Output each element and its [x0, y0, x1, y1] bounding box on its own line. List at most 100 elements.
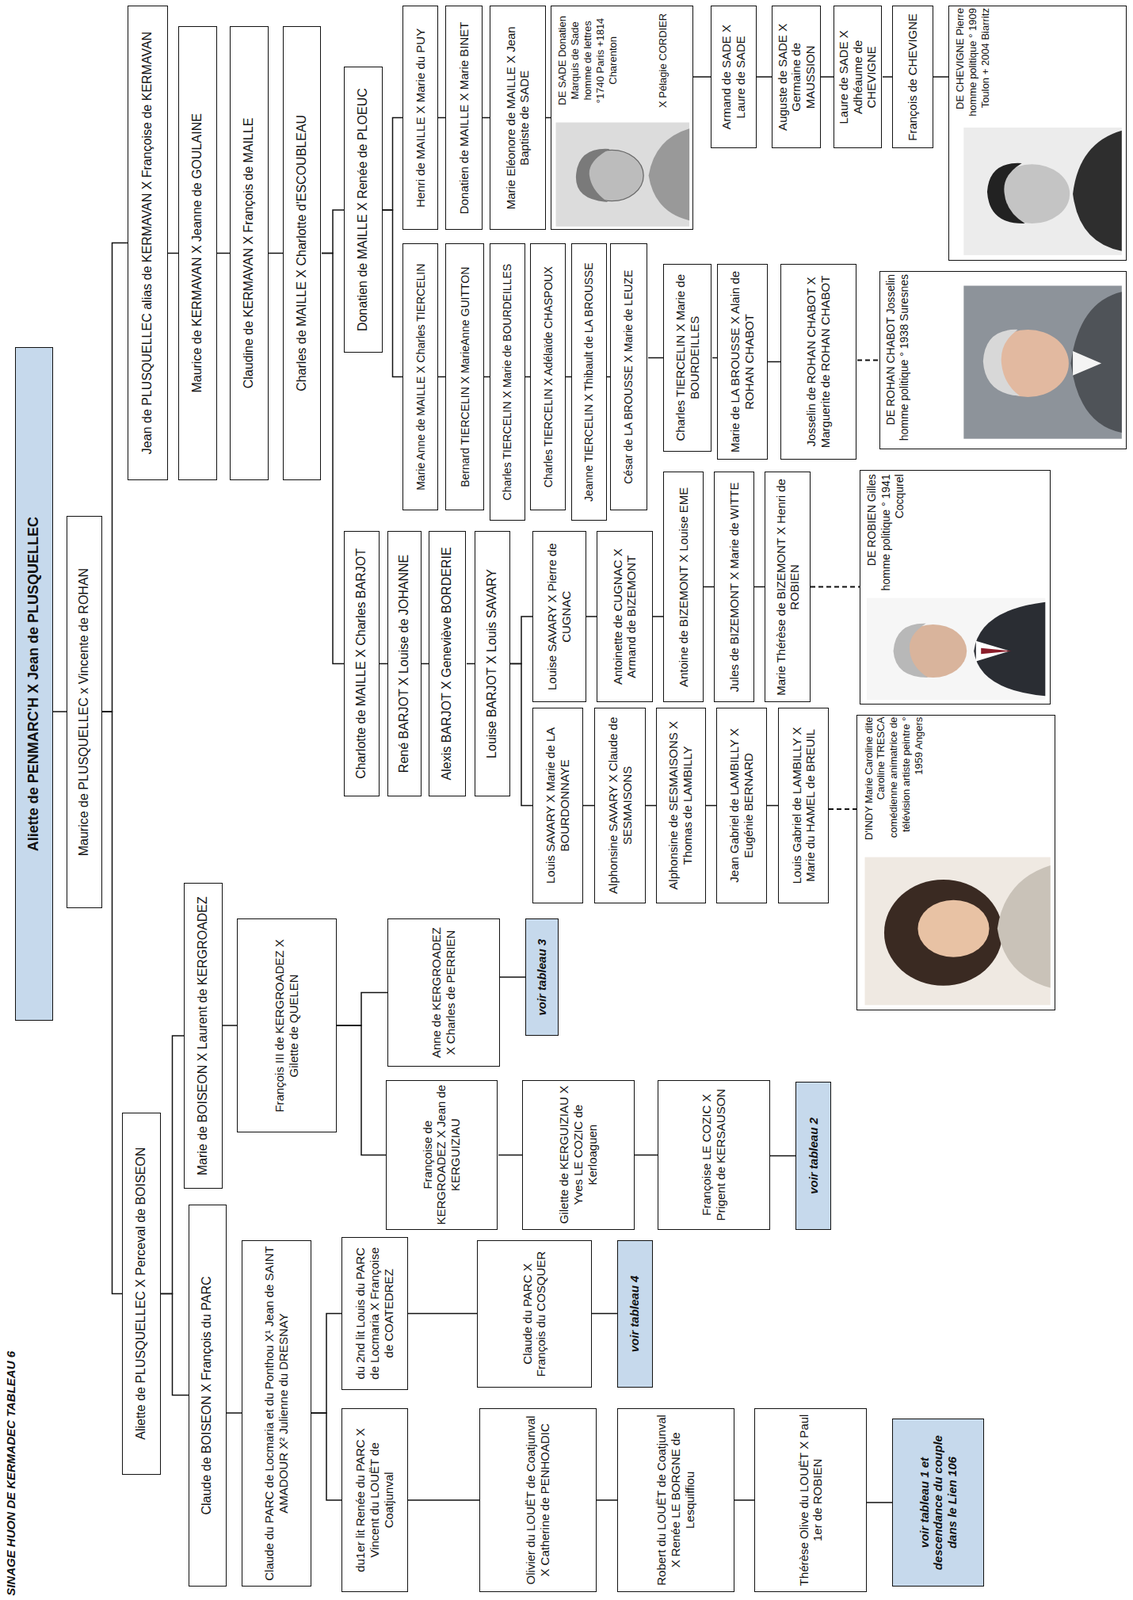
couple-box: César de LA BROUSSE X Marie de LEUZE [610, 243, 649, 511]
couple-box: Maurice de PLUSQUELLEC x Vincente de ROH… [66, 515, 103, 909]
couple-name: Charles TIERCELIN X Adélaïde CHASPOUX [540, 244, 557, 510]
lineage-line [160, 1035, 184, 1294]
lineage-line [703, 586, 714, 588]
couple-name: Aliette de PLUSQUELLEC X Perceval de BOI… [132, 1113, 151, 1474]
couple-name: Charlotte de MAILLE X Charles BARJOT [352, 531, 371, 796]
couple-box: Donatien de MAILLE X Renée de PLOEUC [343, 66, 383, 352]
couple-box: Aliette de PENMARC'H X Jean de PLUSQUELL… [15, 347, 54, 1021]
lineage-line [510, 616, 533, 664]
portrait-caption: DE ROBIEN Gilles homme politique ° 1941 … [865, 473, 906, 592]
couple-box: Françoise LE COZIC X Prigent de KERSAUSO… [657, 1079, 771, 1230]
lineage-line [336, 992, 388, 1027]
couple-name: Aliette de PENMARC'H X Jean de PLUSQUELL… [23, 347, 44, 1020]
sheet-label: SINAGE HUON DE KERMADEC TABLEAU 6 [3, 1350, 18, 1596]
couple-name: César de LA BROUSSE X Marie de LEUZE [620, 244, 638, 510]
couple-name: Jeanne TIERCELIN X Thibault de LA BROUSS… [580, 244, 598, 520]
couple-name: Donatien de MAILLE X Renée de PLOEUC [354, 67, 373, 351]
couple-name: Marie Thérèse de BIZEMONT X Henri de ROB… [772, 472, 804, 702]
lineage-line [525, 376, 531, 378]
couple-box: Louis Gabriel de LAMBILLY X Marie du HAM… [778, 707, 829, 904]
couple-box: Anne de KERGROADEZ X Charles de PERRIEN [387, 918, 500, 1067]
lineage-line [102, 711, 123, 1294]
lineage-line [634, 1154, 658, 1156]
lineage-line [438, 376, 446, 378]
lineage-line [268, 252, 283, 255]
couple-box: du1er lit Renée du PARC X Vincent du LOU… [341, 1407, 409, 1592]
lineage-line [466, 663, 475, 665]
lineage-line [882, 76, 893, 78]
couple-name: du 2nd lit Louis du PARC de Locmaria X F… [351, 1237, 397, 1389]
lineage-line [866, 1501, 893, 1504]
lineage-line [499, 976, 526, 978]
couple-name: Louis SAVARY X Marie de LA BOURDONNAYE [541, 708, 573, 903]
dashed-link [828, 808, 857, 810]
lineage-line [766, 804, 779, 807]
rohan-chabot-portrait [963, 286, 1122, 439]
couple-name: du1er lit Renée du PARC X Vincent du LOU… [351, 1408, 397, 1591]
couple-name: Jean Gabriel de LAMBILLY X Eugénie BERNA… [725, 708, 757, 903]
lineage-line [222, 1024, 237, 1027]
portrait-caption: DE CHEVIGNE Pierre homme politique ° 190… [953, 7, 992, 121]
portrait-box: D'INDY Marie Caroline dite Caroline TRES… [856, 714, 1056, 1011]
couple-name: Maurice de PLUSQUELLEC x Vincente de ROH… [75, 516, 94, 908]
lineage-line [408, 1312, 477, 1315]
couple-box: Antoine de BIZEMONT X Louise EME [663, 471, 704, 702]
lineage-line [321, 253, 344, 664]
lineage-line [767, 361, 781, 363]
couple-name: Jean de PLUSQUELLEC alias de KERMAVAN X … [138, 6, 157, 480]
lineage-line [226, 1411, 242, 1414]
couple-box: Claudine de KERMAVAN X François de MAILL… [229, 26, 269, 481]
couple-name: Olivier du LOUËT de Coatjunval X Catheri… [522, 1408, 554, 1591]
couple-box: Marie Thérèse de BIZEMONT X Henri de ROB… [764, 471, 811, 702]
lineage-line [583, 804, 595, 807]
couple-box: Auguste de SADE X Germaine de MAUSSION [771, 5, 821, 149]
couple-name: Claude de BOISEON X François du PARC [198, 1205, 217, 1587]
portrait-caption: DE SADE Donatien Marquis de Sade homme d… [556, 7, 619, 115]
couple-box: Jean Gabriel de LAMBILLY X Eugénie BERNA… [716, 707, 767, 904]
couple-name: Antoinette de CUGNAC X Armand de BIZEMON… [609, 531, 641, 702]
couple-box: François de CHEVIGNE [892, 5, 933, 149]
couple-name: Anne de KERGROADEZ X Charles de PERRIEN [427, 919, 459, 1066]
couple-name: Alexis BARJOT X Geneviève BORDERIE [438, 531, 457, 796]
lineage-line [481, 117, 490, 119]
couple-name: François de CHEVIGNE [904, 6, 922, 148]
couple-name: Charles TIERCELIN X Marie de BOURDEILLES [671, 264, 703, 451]
portrait-box: DE ROHAN CHABOT Josselin homme politique… [879, 270, 1128, 450]
reference-box: voir tableau 1 et descendance du couple … [892, 1418, 985, 1587]
couple-box: Alphonsine SAVARY X Claude de SESMAISONS [594, 707, 645, 904]
couple-name: Bernard TIERCELIN X MarieAnne GUITTON [457, 244, 474, 510]
lineage-line [311, 1412, 342, 1500]
lineage-line [408, 1499, 480, 1501]
lineage-line [382, 118, 403, 211]
lineage-line [652, 615, 664, 618]
portrait-caption: DE ROHAN CHABOT Josselin homme politique… [884, 274, 912, 446]
couple-name: Claudine de KERMAVAN X François de MAILL… [240, 26, 259, 480]
couple-box: Charlotte de MAILLE X Charles BARJOT [343, 530, 380, 797]
couple-name: Auguste de SADE X Germaine de MAUSSION [774, 6, 820, 148]
couple-box: Donatien de MAILLE X Marie BINET [445, 5, 482, 230]
couple-name: Maurice de KERMAVAN X Jeanne de GOULAINE [188, 26, 207, 480]
couple-name: Josselin de ROHAN CHABOT X Marguerite de… [802, 264, 834, 459]
couple-box: Josselin de ROHAN CHABOT X Marguerite de… [780, 263, 858, 460]
lineage-line [754, 586, 765, 588]
couple-box: Louis SAVARY X Marie de LA BOURDONNAYE [532, 707, 584, 904]
lineage-line [420, 663, 429, 665]
lineage-line [167, 252, 179, 255]
couple-box: Marie de BOISEON X Laurent de KERGROADEZ [183, 882, 223, 1189]
tresca-portrait [864, 857, 1050, 1006]
reference-box: voir tableau 3 [525, 918, 559, 1036]
couple-name: Charles de MAILLE X Charlotte d'ESCOUBLE… [293, 26, 312, 480]
couple-box: Henri de MAILLE X Marie du PUY [402, 5, 439, 230]
robien-portrait [866, 598, 1046, 701]
lineage-line [160, 1293, 189, 1396]
couple-box: Armand de SADE X Laure de SADE [710, 5, 757, 149]
couple-name: Louise SAVARY X Pierre de CUGNAC [543, 531, 575, 702]
couple-box: Aliette de PLUSQUELLEC X Perceval de BOI… [122, 1112, 161, 1475]
couple-box: Charles TIERCELIN X Marie de BOURDEILLES [489, 243, 526, 521]
lineage-line [734, 1499, 755, 1501]
couple-name: Jules de BIZEMONT X Marie de WITTE [725, 472, 744, 702]
lineage-line [217, 252, 230, 255]
lineage-line [498, 1154, 523, 1156]
couple-box: Marie Eléonore de MAILLE X Jean Baptiste… [489, 5, 546, 230]
